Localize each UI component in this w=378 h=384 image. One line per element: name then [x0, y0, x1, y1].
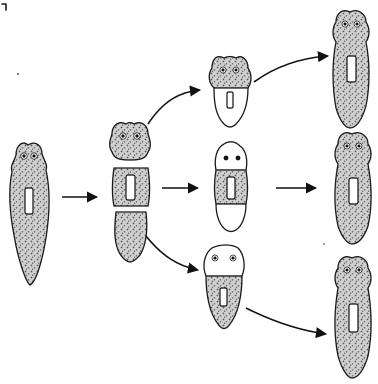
- complete-worm-top: [333, 11, 369, 128]
- arrow-tail-regen: [146, 236, 198, 270]
- cut-tail-piece: [115, 212, 147, 262]
- arrow-head-regen: [148, 90, 200, 124]
- head-fragment-regenerating: [209, 57, 251, 128]
- cut-head-piece: [110, 123, 151, 161]
- cut-trunk-piece: [113, 168, 150, 206]
- scan-speck: [17, 73, 19, 75]
- complete-worm-bottom: [335, 257, 371, 378]
- scan-speck: [323, 243, 325, 245]
- arrow-head-complete: [254, 56, 328, 82]
- complete-worm-middle: [335, 133, 371, 244]
- arrow-tail-complete: [246, 308, 326, 334]
- tail-fragment-regenerating: [204, 245, 244, 329]
- intact-worm: [10, 143, 49, 285]
- corner-mark: [2, 4, 6, 10]
- trunk-fragment-regenerating: [215, 142, 248, 232]
